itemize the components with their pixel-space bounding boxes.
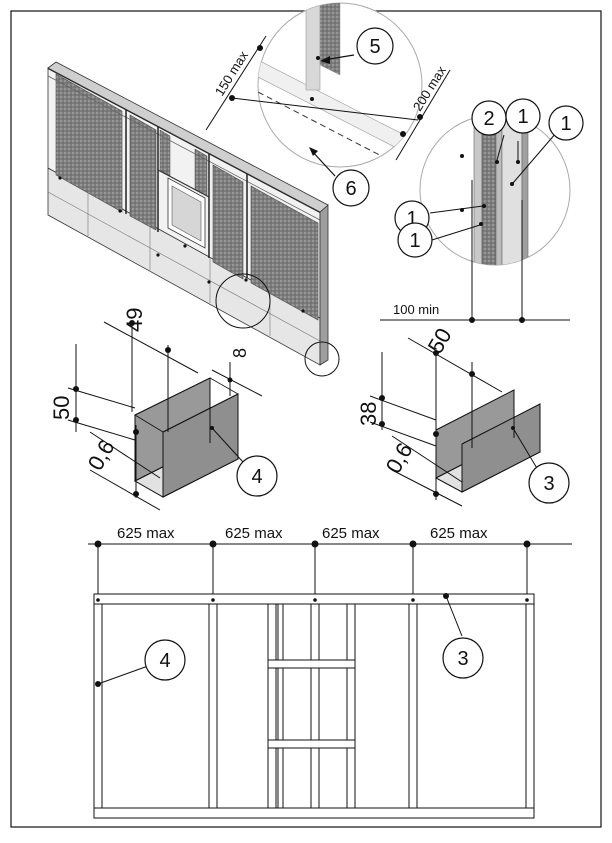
- callout-3-elevation: 3: [442, 637, 484, 679]
- detail-marker-a: [215, 273, 271, 329]
- callout-1-low: 1: [397, 222, 433, 258]
- svg-text:2: 2: [483, 108, 494, 130]
- callout-4-profile: 4: [236, 455, 278, 497]
- dim-50: 50: [49, 396, 74, 420]
- callout-2: 2: [471, 100, 507, 136]
- profile-u-channel-4: 49 50 0,6 8: [49, 308, 263, 511]
- detail-corner-section: 100 min: [380, 114, 571, 323]
- spacing-label-4: 625 max: [430, 525, 488, 542]
- spacing-label-3: 625 max: [322, 525, 380, 542]
- dim-100-min: 100 min: [393, 302, 439, 317]
- callout-4-elevation: 4: [144, 639, 186, 681]
- svg-text:1: 1: [560, 113, 571, 135]
- dim-38: 38: [356, 402, 381, 426]
- dim-150-max: 150 max: [212, 48, 251, 99]
- dim-49: 49: [122, 308, 147, 332]
- spacing-label-2: 625 max: [225, 525, 283, 542]
- svg-text:5: 5: [369, 36, 380, 58]
- profile-u-channel-3: 50 38 0,6: [356, 324, 542, 507]
- svg-text:4: 4: [251, 466, 262, 488]
- svg-text:1: 1: [409, 230, 420, 252]
- spacing-label-1: 625 max: [117, 525, 175, 542]
- callout-1-top: 1: [505, 98, 541, 134]
- isometric-wall: [47, 61, 340, 377]
- callout-3-profile: 3: [528, 462, 570, 504]
- dim-8: 8: [230, 348, 250, 358]
- svg-text:3: 3: [457, 648, 468, 670]
- dim-50-right: 50: [423, 324, 457, 358]
- detail-marker-b: [304, 341, 340, 377]
- callout-5: 5: [356, 27, 394, 65]
- dim-0-6-right: 0,6: [381, 439, 418, 478]
- svg-text:6: 6: [345, 178, 356, 200]
- svg-text:3: 3: [543, 473, 554, 495]
- svg-text:4: 4: [159, 650, 170, 672]
- callout-1-right: 1: [548, 105, 584, 141]
- callout-6: 6: [332, 169, 370, 207]
- svg-text:1: 1: [406, 208, 417, 230]
- svg-text:1: 1: [517, 106, 528, 128]
- front-elevation: 625 max 625 max 625 max 625 max: [88, 525, 572, 819]
- detail-screw-spacing: 150 max 200 max: [205, 2, 451, 177]
- dim-0-6-left: 0,6: [83, 436, 120, 475]
